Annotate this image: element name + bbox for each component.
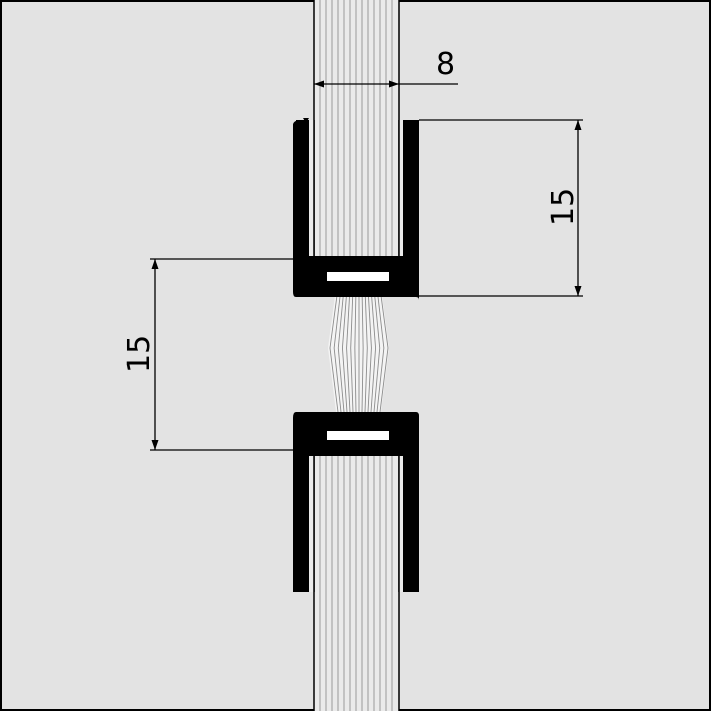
brush-bristle bbox=[346, 287, 351, 413]
upper-glass-panel bbox=[313, 0, 400, 262]
upper-u-profile bbox=[293, 118, 419, 300]
brush-bristle bbox=[354, 287, 357, 413]
brush-bristle bbox=[373, 287, 381, 413]
lower-glass-panel bbox=[313, 450, 400, 711]
brush-bristle bbox=[379, 287, 389, 413]
brush-bristle bbox=[333, 287, 342, 413]
brush-bristle bbox=[367, 287, 372, 413]
brush-bristle bbox=[337, 287, 345, 413]
brush-bristle bbox=[370, 287, 377, 413]
upper-height-dimension: 15 bbox=[419, 119, 583, 297]
brush-bristle bbox=[329, 287, 339, 413]
brush-bristle bbox=[341, 287, 348, 413]
brush-bristle bbox=[376, 287, 385, 413]
brush-bristle bbox=[350, 287, 354, 413]
brush-bristle bbox=[364, 287, 368, 413]
gap-dimension: 15 bbox=[122, 258, 316, 451]
lower-u-profile bbox=[293, 412, 419, 592]
width-label: 8 bbox=[436, 47, 455, 82]
width-dimension: 8 bbox=[314, 47, 458, 88]
gap-label: 15 bbox=[122, 335, 157, 373]
brush-bristle bbox=[361, 287, 364, 413]
brush-seal bbox=[328, 287, 389, 413]
upper-height-label: 15 bbox=[546, 188, 581, 226]
